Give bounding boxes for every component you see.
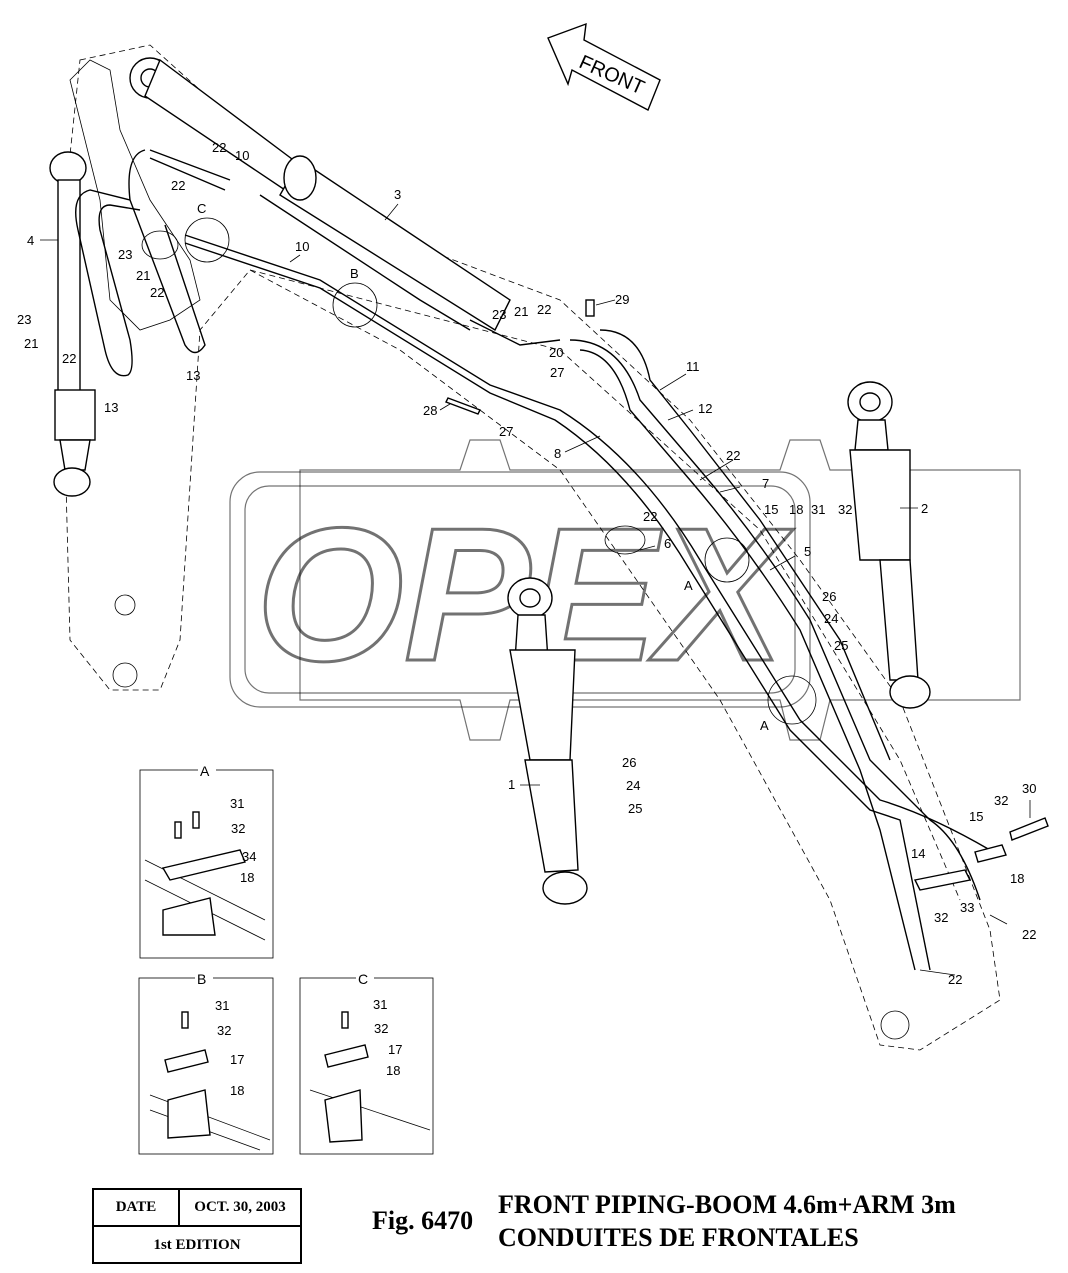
callout-20: 20 [549, 345, 563, 360]
callout-32c: 32 [934, 910, 948, 925]
detail-c-label-17: 17 [388, 1042, 402, 1057]
callout-27b: 27 [499, 424, 513, 439]
title-english: FRONT PIPING-BOOM 4.6m+ARM 3m [498, 1190, 956, 1219]
date-box: DATE OCT. 30, 2003 1st EDITION [92, 1188, 302, 1264]
callout-30: 30 [1022, 781, 1036, 796]
detail-a-title: A [200, 763, 210, 779]
callout-26b: 26 [622, 755, 636, 770]
detail-c-label-32: 32 [374, 1021, 388, 1036]
callout-12: 12 [698, 401, 712, 416]
callout-33: 33 [960, 900, 974, 915]
hoses-13 [75, 149, 231, 377]
callout-26a: 26 [822, 589, 836, 604]
callout-32b: 32 [994, 793, 1008, 808]
section-markers: B C A A [184, 201, 817, 733]
detail-a-label-18: 18 [240, 870, 254, 885]
section-marker-b: B [350, 266, 359, 281]
callout-1: 1 [508, 777, 515, 792]
detail-b-label-17: 17 [230, 1052, 244, 1067]
callout-5: 5 [804, 544, 811, 559]
figure-number: Fig. 6470 [372, 1206, 474, 1235]
callout-23b: 23 [17, 312, 31, 327]
callout-10b: 10 [295, 239, 309, 254]
callout-6: 6 [664, 536, 671, 551]
callout-15b: 15 [969, 809, 983, 824]
detail-b: B 31 32 17 18 [138, 970, 274, 1155]
callout-13b: 13 [104, 400, 118, 415]
callout-14: 14 [911, 846, 925, 861]
section-marker-a1: A [684, 578, 693, 593]
callout-13a: 13 [186, 368, 200, 383]
watermark-gear [299, 439, 1021, 741]
boom [59, 44, 1001, 1051]
callout-8: 8 [554, 446, 561, 461]
callout-21b: 21 [136, 268, 150, 283]
detail-c: C 31 32 17 18 [299, 970, 434, 1155]
callout-22h: 22 [1022, 927, 1036, 942]
callout-21c: 21 [24, 336, 38, 351]
detail-a-label-34: 34 [242, 849, 256, 864]
detail-b-title: B [197, 971, 206, 987]
callout-23a: 23 [118, 247, 132, 262]
callout-25a: 25 [834, 638, 848, 653]
detail-b-label-32: 32 [217, 1023, 231, 1038]
edition: 1st EDITION [153, 1237, 241, 1253]
boom-cylinder-3 [129, 57, 511, 332]
detail-a-label-32: 32 [231, 821, 245, 836]
callout-31a: 31 [811, 502, 825, 517]
callout-28: 28 [423, 403, 437, 418]
callout-24a: 24 [824, 611, 838, 626]
date-value: OCT. 30, 2003 [194, 1199, 286, 1215]
detail-b-label-18: 18 [230, 1083, 244, 1098]
callout-22i: 22 [948, 972, 962, 987]
callout-11: 11 [686, 359, 700, 374]
detail-b-label-31: 31 [215, 998, 229, 1013]
callout-29: 29 [615, 292, 629, 307]
callout-22d: 22 [62, 351, 76, 366]
callout-22b: 22 [171, 178, 185, 193]
callout-27a: 27 [550, 365, 564, 380]
pipes [184, 194, 991, 971]
callout-23c: 23 [492, 307, 506, 322]
small-parts [445, 299, 1049, 891]
detail-a: A 31 32 34 18 [139, 762, 274, 959]
cylinder-4 [49, 151, 96, 497]
cylinder-1 [507, 577, 588, 905]
callout-3: 3 [394, 187, 401, 202]
callout-4: 4 [27, 233, 34, 248]
detail-a-label-31: 31 [230, 796, 244, 811]
section-marker-a2: A [760, 718, 769, 733]
front-arrow: FRONT [547, 22, 661, 111]
callout-15a: 15 [764, 502, 778, 517]
callout-22f: 22 [726, 448, 740, 463]
callout-18b: 18 [1010, 871, 1024, 886]
callout-21a: 21 [514, 304, 528, 319]
callout-32a: 32 [838, 502, 852, 517]
date-label: DATE [94, 1190, 180, 1225]
callout-22g: 22 [643, 509, 657, 524]
callout-22a: 22 [212, 140, 226, 155]
callouts: 1 2 3 4 5 6 7 8 10 10 11 12 13 13 14 15 … [17, 140, 1036, 987]
callout-7: 7 [762, 476, 769, 491]
callout-18: 18 [789, 502, 803, 517]
title-french: CONDUITES DE FRONTALES [498, 1223, 859, 1252]
callout-22e: 22 [537, 302, 551, 317]
callout-22c: 22 [150, 285, 164, 300]
detail-c-title: C [358, 971, 368, 987]
section-marker-c: C [197, 201, 206, 216]
detail-c-label-18: 18 [386, 1063, 400, 1078]
diagram-titles: FRONT PIPING-BOOM 4.6m+ARM 3m CONDUITES … [498, 1188, 956, 1254]
cylinder-2 [847, 381, 931, 709]
detail-c-label-31: 31 [373, 997, 387, 1012]
callout-10a: 10 [235, 148, 249, 163]
callout-24b: 24 [626, 778, 640, 793]
leaders [40, 203, 1031, 976]
callout-25b: 25 [628, 801, 642, 816]
callout-2: 2 [921, 501, 928, 516]
